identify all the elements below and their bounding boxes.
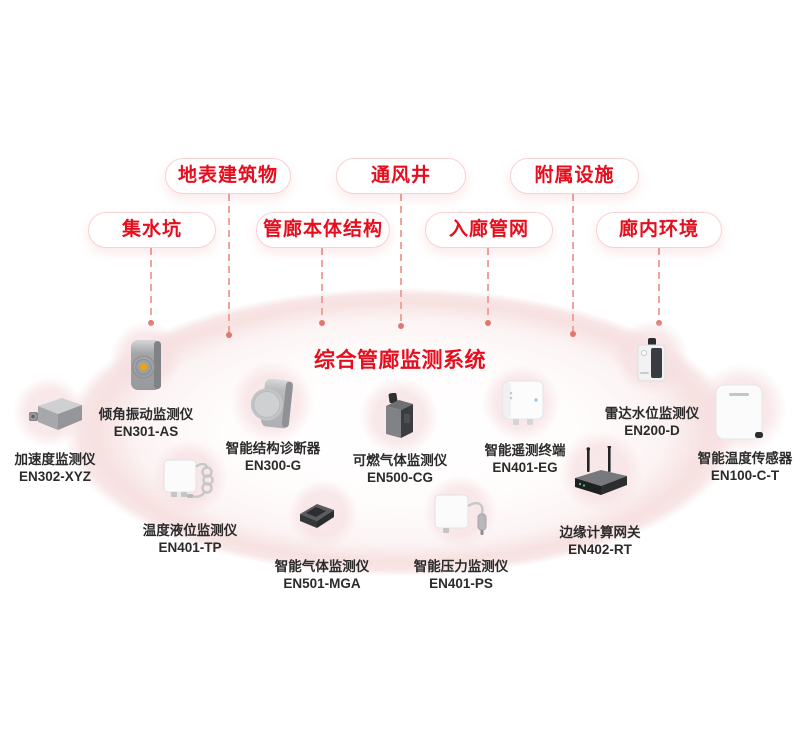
device-name: 智能气体监测仪 bbox=[274, 559, 370, 574]
device-model: EN302-XYZ bbox=[18, 469, 92, 484]
temp-liquid-level-icon bbox=[163, 459, 214, 498]
edge-gateway-icon bbox=[575, 446, 627, 495]
connector-dot bbox=[319, 320, 325, 326]
category-pill-ancillary-facilities: 附属设施 bbox=[510, 158, 639, 194]
device-model: EN401-EG bbox=[492, 460, 558, 475]
device-model: EN501-MGA bbox=[283, 576, 361, 591]
pressure-monitor-icon bbox=[434, 494, 487, 535]
structure-diagnostic-icon bbox=[250, 378, 293, 429]
device-model: EN401-TP bbox=[158, 540, 222, 555]
category-pill-pipeline-network: 入廊管网 bbox=[425, 212, 553, 248]
device-name: 加速度监测仪 bbox=[14, 452, 96, 467]
device-model: EN500-CG bbox=[366, 470, 434, 485]
device-model: EN401-PS bbox=[429, 576, 493, 591]
dashed-connector-tunnel-environment bbox=[656, 248, 662, 326]
category-pill-tunnel-environment: 廊内环境 bbox=[596, 212, 722, 248]
category-pill-tunnel-structure: 管廊本体结构 bbox=[256, 212, 390, 248]
category-pill-surface-buildings: 地表建筑物 bbox=[165, 158, 291, 194]
connector-dot bbox=[398, 323, 404, 329]
dashed-connector-ancillary-facilities bbox=[570, 194, 576, 337]
temperature-sensor-icon bbox=[715, 384, 763, 440]
category-pill-vent-shaft: 通风井 bbox=[336, 158, 466, 194]
connector-dot bbox=[485, 320, 491, 326]
tilt-vibration-icon bbox=[131, 340, 161, 390]
device-name: 雷达水位监测仪 bbox=[604, 406, 700, 421]
dashed-connector-tunnel-structure bbox=[319, 248, 325, 326]
device-name: 智能压力监测仪 bbox=[413, 559, 509, 574]
radar-level-icon bbox=[637, 338, 666, 382]
smart-gas-icon bbox=[300, 504, 334, 528]
device-name: 倾角振动监测仪 bbox=[98, 407, 194, 422]
device-model: EN301-AS bbox=[113, 424, 179, 439]
device-model: EN402-RT bbox=[568, 542, 632, 557]
device-model: EN200-D bbox=[624, 423, 680, 438]
dashed-connector-vent-shaft bbox=[398, 194, 404, 329]
device-model: EN300-G bbox=[244, 458, 302, 473]
device-model: EN100-C-T bbox=[710, 468, 780, 483]
device-name: 边缘计算网关 bbox=[559, 525, 641, 540]
telemetry-terminal-icon bbox=[502, 380, 544, 425]
diagram-title: 综合管廊监测系统 bbox=[314, 349, 486, 372]
dashed-connector-surface-buildings bbox=[226, 194, 232, 338]
device-name: 温度液位监测仪 bbox=[142, 523, 238, 538]
connector-dot bbox=[570, 331, 576, 337]
accelerometer-icon bbox=[29, 398, 82, 430]
device-name: 智能结构诊断器 bbox=[225, 441, 321, 456]
dashed-connector-sump-pit bbox=[148, 248, 154, 326]
device-name: 智能温度传感器 bbox=[697, 451, 793, 466]
device-name: 智能遥测终端 bbox=[484, 443, 566, 458]
category-pill-sump-pit: 集水坑 bbox=[88, 212, 216, 248]
connector-dot bbox=[226, 332, 232, 338]
device-name: 可燃气体监测仪 bbox=[352, 453, 448, 468]
dashed-connector-pipeline-network bbox=[485, 248, 491, 326]
combustible-gas-icon bbox=[386, 393, 413, 438]
